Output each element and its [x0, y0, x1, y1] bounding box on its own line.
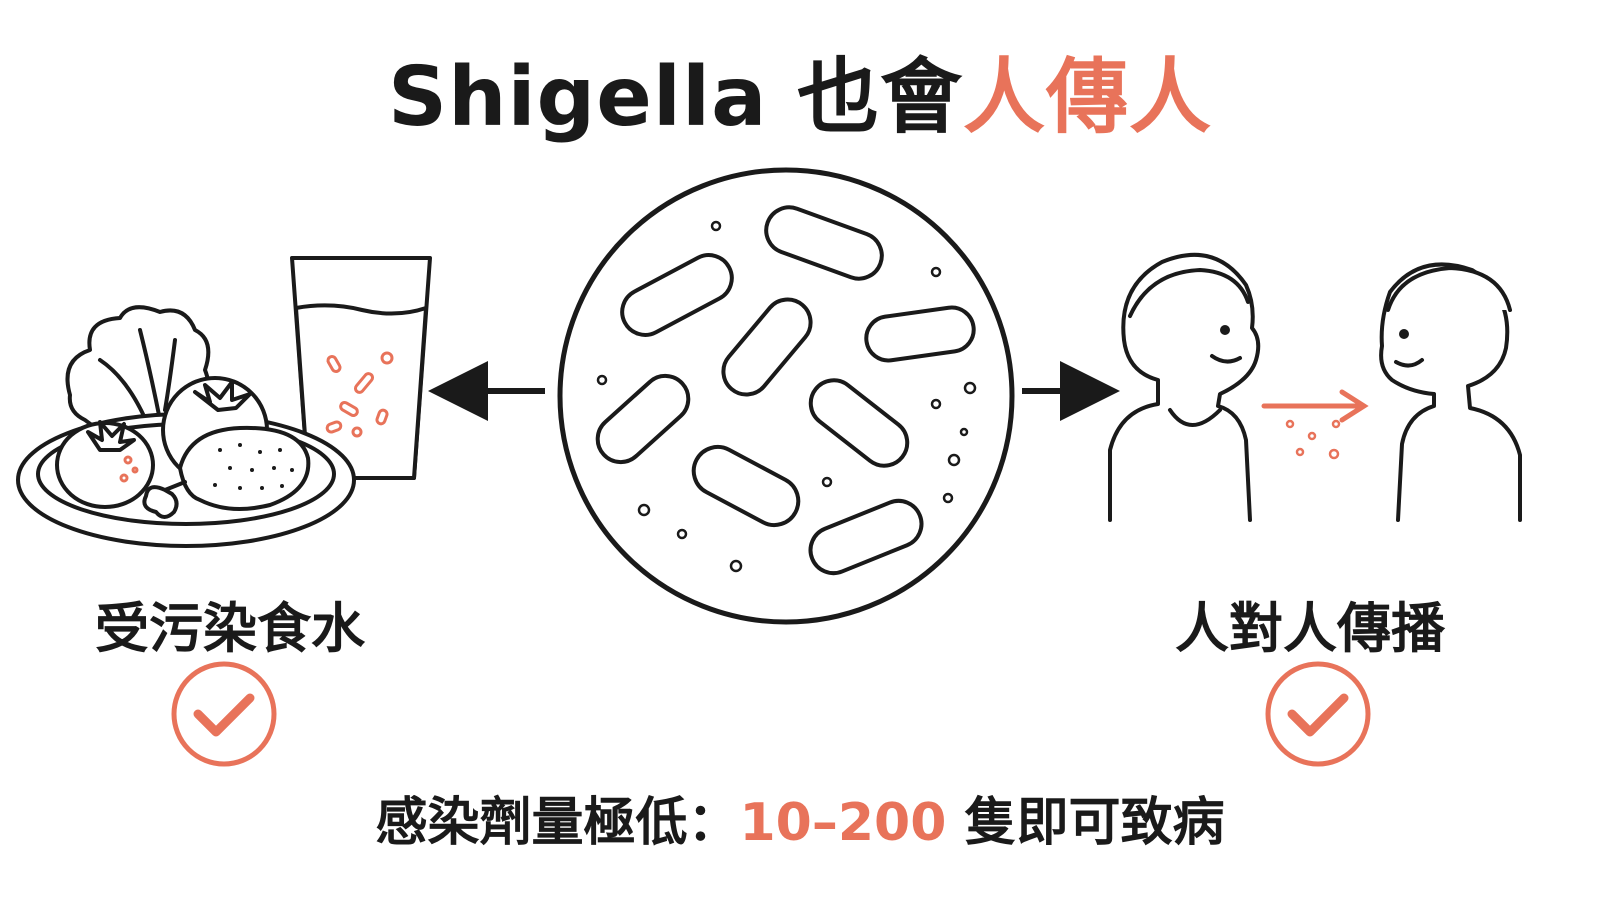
- person-to-person-icon: [1108, 252, 1522, 522]
- bottom-suffix: 隻即可致病: [946, 793, 1225, 853]
- food-water-icon: [16, 256, 432, 548]
- bottom-prefix: 感染劑量極低：: [375, 793, 740, 853]
- title-accent: 人傳人: [962, 50, 1212, 145]
- transmission-arrow: [1261, 389, 1369, 460]
- page-title: Shigella 也會人傳人: [0, 30, 1600, 149]
- check-icon: [1265, 661, 1371, 767]
- bacteria-icon: [557, 167, 1015, 625]
- left-label: 受污染食水: [95, 597, 365, 660]
- bottom-accent: 10–200: [739, 793, 947, 853]
- right-label: 人對人傳播: [1175, 597, 1445, 660]
- infectious-dose-note: 感染劑量極低：10–200 隻即可致病: [0, 780, 1600, 855]
- title-main: Shigella 也會: [388, 50, 963, 145]
- check-icon: [171, 661, 277, 767]
